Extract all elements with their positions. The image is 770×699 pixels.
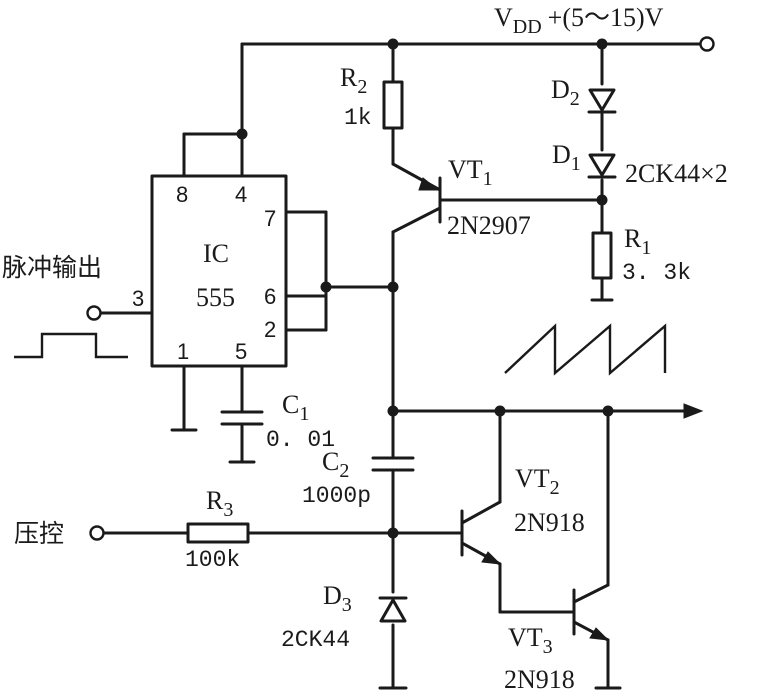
output-arrow-icon (683, 403, 704, 419)
vt3-emitter-arrow-icon (589, 627, 610, 641)
r3-resistor (186, 522, 250, 544)
ic-name-label: IC (203, 239, 229, 268)
r2-resistor (382, 80, 404, 130)
vdd-terminal[interactable] (699, 36, 715, 52)
c1-label: C1 (282, 390, 309, 425)
vt1-transistor (391, 162, 442, 234)
r3-value: 100k (185, 547, 240, 573)
pulse-output-label: 脉冲输出 (2, 253, 102, 282)
vt2-part-label: 2N918 (514, 508, 585, 537)
ic-pin-3-label: 3 (132, 286, 144, 311)
junction-dots (236, 38, 614, 539)
ic-pin-1-label: 1 (177, 339, 189, 364)
ic-pin-4-label: 4 (235, 182, 247, 207)
vt3-label: VT3 (508, 623, 553, 658)
ic-pin-2-label: 2 (264, 317, 276, 342)
r3-label: R3 (206, 486, 233, 521)
ic-pin-7-label: 7 (264, 206, 276, 231)
d2-diode (587, 88, 617, 114)
d3-diode (378, 596, 408, 623)
vt3-transistor (572, 583, 610, 642)
c2-value: 1000p (302, 483, 371, 509)
ic-555-body (150, 174, 288, 368)
r1-value: 3. 3k (622, 260, 691, 286)
d1-diode (587, 153, 617, 179)
d3-part-label: 2CK44 (281, 627, 350, 653)
r2-value: 1k (344, 105, 372, 131)
vt2-emitter-arrow-icon (481, 551, 502, 565)
ic-pin-6-label: 6 (264, 284, 276, 309)
r2-label: R2 (340, 63, 367, 98)
pulse-waveform-icon (14, 332, 128, 359)
d3-label: D3 (323, 581, 352, 616)
pulse-output-terminal[interactable] (86, 305, 102, 321)
r1-label: R1 (624, 224, 651, 259)
vt2-label: VT2 (515, 464, 560, 499)
c2-label: C2 (322, 447, 349, 482)
c1-value: 0. 01 (266, 427, 335, 453)
ic-pin-5-label: 5 (235, 339, 247, 364)
vt2-transistor (460, 500, 502, 566)
r1-resistor (591, 231, 613, 280)
voltage-control-label: 压控 (14, 519, 64, 548)
vt3-part-label: 2N918 (504, 665, 575, 694)
wires (98, 42, 702, 690)
d1-label: D1 (552, 140, 581, 175)
ic-pin-8-label: 8 (176, 182, 188, 207)
c2-capacitor (371, 456, 415, 472)
d2-label: D2 (551, 75, 580, 110)
ic-type-label: 555 (196, 283, 235, 312)
vt1-part-label: 2N2907 (447, 211, 531, 240)
c1-capacitor (220, 410, 264, 426)
voltage-control-terminal[interactable] (89, 525, 105, 541)
vdd-label: VDD+(5～15)V (494, 3, 664, 38)
vt1-emitter-arrow-icon (418, 177, 440, 191)
d1-d2-part-label: 2CK44×2 (625, 159, 728, 188)
vt1-label: VT1 (448, 155, 493, 190)
sawtooth-waveform-icon (504, 323, 667, 376)
